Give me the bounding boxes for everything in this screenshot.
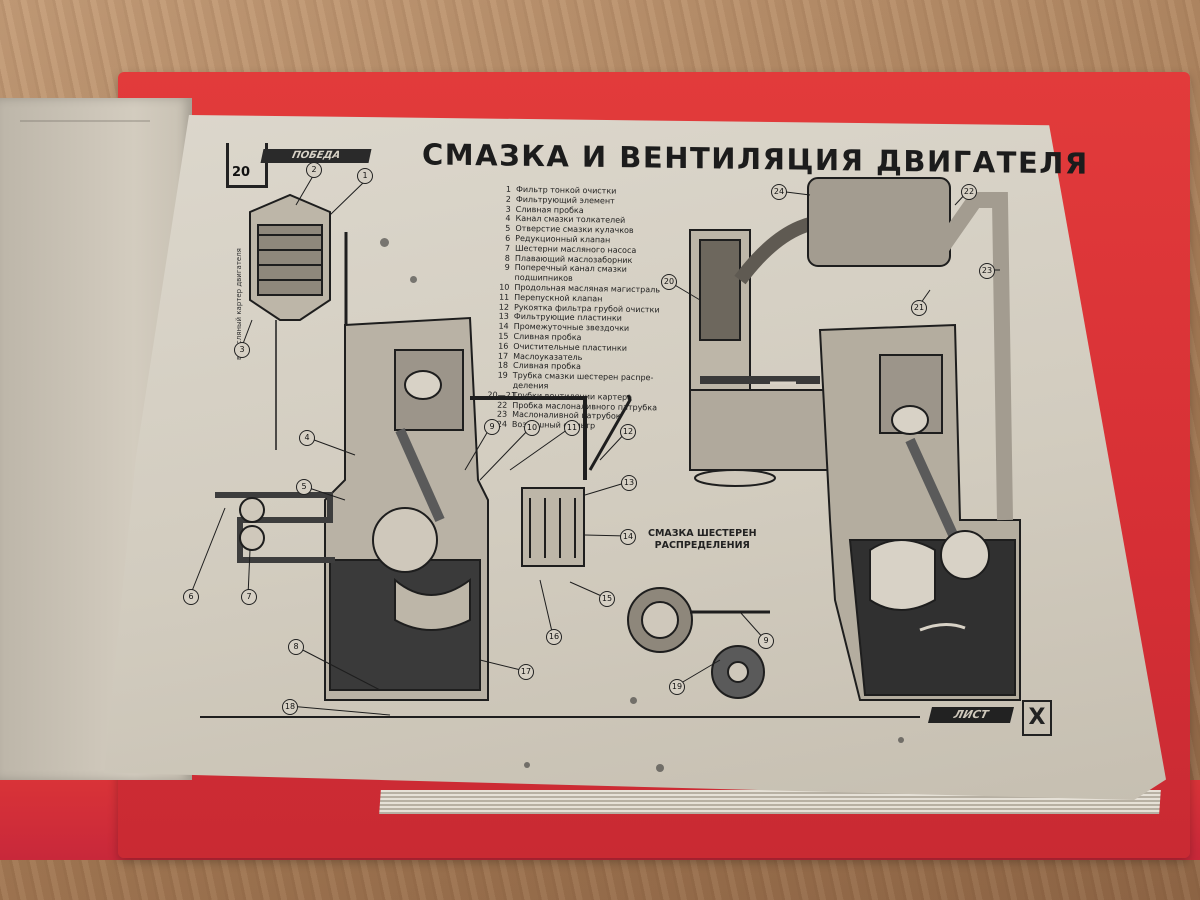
legend-number: 4 <box>505 214 511 224</box>
legend-number: 18 <box>497 360 509 371</box>
callout-number: 9 <box>758 633 774 649</box>
callout-number: 9 <box>484 419 500 435</box>
logo: 20 ПОБЕДА <box>226 143 376 189</box>
sheet-label: ЛИСТ <box>928 707 1014 723</box>
callout-number: 2 <box>306 162 322 178</box>
stain <box>380 238 389 247</box>
callout-number: 17 <box>518 664 534 680</box>
callout-number: 21 <box>911 300 927 316</box>
callout-number: 5 <box>296 479 312 495</box>
callout-number: 13 <box>621 475 637 491</box>
sheet-number: Х <box>1022 700 1052 736</box>
stain <box>898 737 904 743</box>
logo-band: ПОБЕДА <box>260 149 372 163</box>
callout-number: 22 <box>961 184 977 200</box>
callout-number: 4 <box>299 430 315 446</box>
stain <box>410 276 417 283</box>
legend-number: 20—21 <box>487 390 516 400</box>
legend-text: деления <box>512 380 549 391</box>
callout-number: 7 <box>241 589 257 605</box>
stain <box>524 762 530 768</box>
callout-number: 14 <box>620 529 636 545</box>
legend-number: 6 <box>505 233 511 243</box>
legend-number: 11 <box>498 292 510 302</box>
callout-number: 3 <box>234 342 250 358</box>
callout-number: 20 <box>661 274 677 290</box>
legend-number <box>489 273 514 283</box>
legend-number: 3 <box>505 204 511 214</box>
callout-number: 24 <box>771 184 787 200</box>
stain <box>656 764 664 772</box>
callout-number: 16 <box>546 629 562 645</box>
gear-lubrication-caption: СМАЗКА ШЕСТЕРЕН РАСПРЕДЕЛЕНИЯ <box>648 528 757 552</box>
callout-number: 6 <box>183 589 199 605</box>
legend-number: 17 <box>497 351 509 361</box>
stain <box>630 697 637 704</box>
callout-number: 1 <box>357 168 373 184</box>
callout-number: 18 <box>282 699 298 715</box>
callout-number: 19 <box>669 679 685 695</box>
legend-number: 5 <box>505 223 511 233</box>
gear-caption-line2: РАСПРЕДЕЛЕНИЯ <box>654 540 750 551</box>
legend-number: 1 <box>505 184 512 194</box>
logo-mark <box>226 143 268 188</box>
side-note: в масляный картер двигателя <box>235 248 243 360</box>
callout-number: 10 <box>524 420 540 436</box>
legend-number: 2 <box>505 194 511 204</box>
callout-number: 15 <box>599 591 615 607</box>
callout-number: 11 <box>564 420 580 436</box>
legend-number: 15 <box>498 331 509 341</box>
callout-number: 23 <box>979 263 995 279</box>
legend-number: 10 <box>499 282 510 292</box>
legend-number <box>488 380 513 390</box>
callout-number: 8 <box>288 639 304 655</box>
legend-number: 12 <box>498 302 510 312</box>
callout-number: 12 <box>620 424 636 440</box>
legend-number: 14 <box>498 321 509 331</box>
legend-number: 8 <box>504 253 510 263</box>
legend-number: 22 <box>497 400 508 410</box>
gear-caption-line1: СМАЗКА ШЕСТЕРЕН <box>648 528 757 539</box>
legend-number: 7 <box>504 243 511 253</box>
legend-number: 19 <box>497 370 508 380</box>
legend-number: 16 <box>498 341 509 351</box>
legend-number: 9 <box>504 263 510 273</box>
logo-number: 20 <box>232 165 251 180</box>
legend-number: 13 <box>498 311 509 322</box>
